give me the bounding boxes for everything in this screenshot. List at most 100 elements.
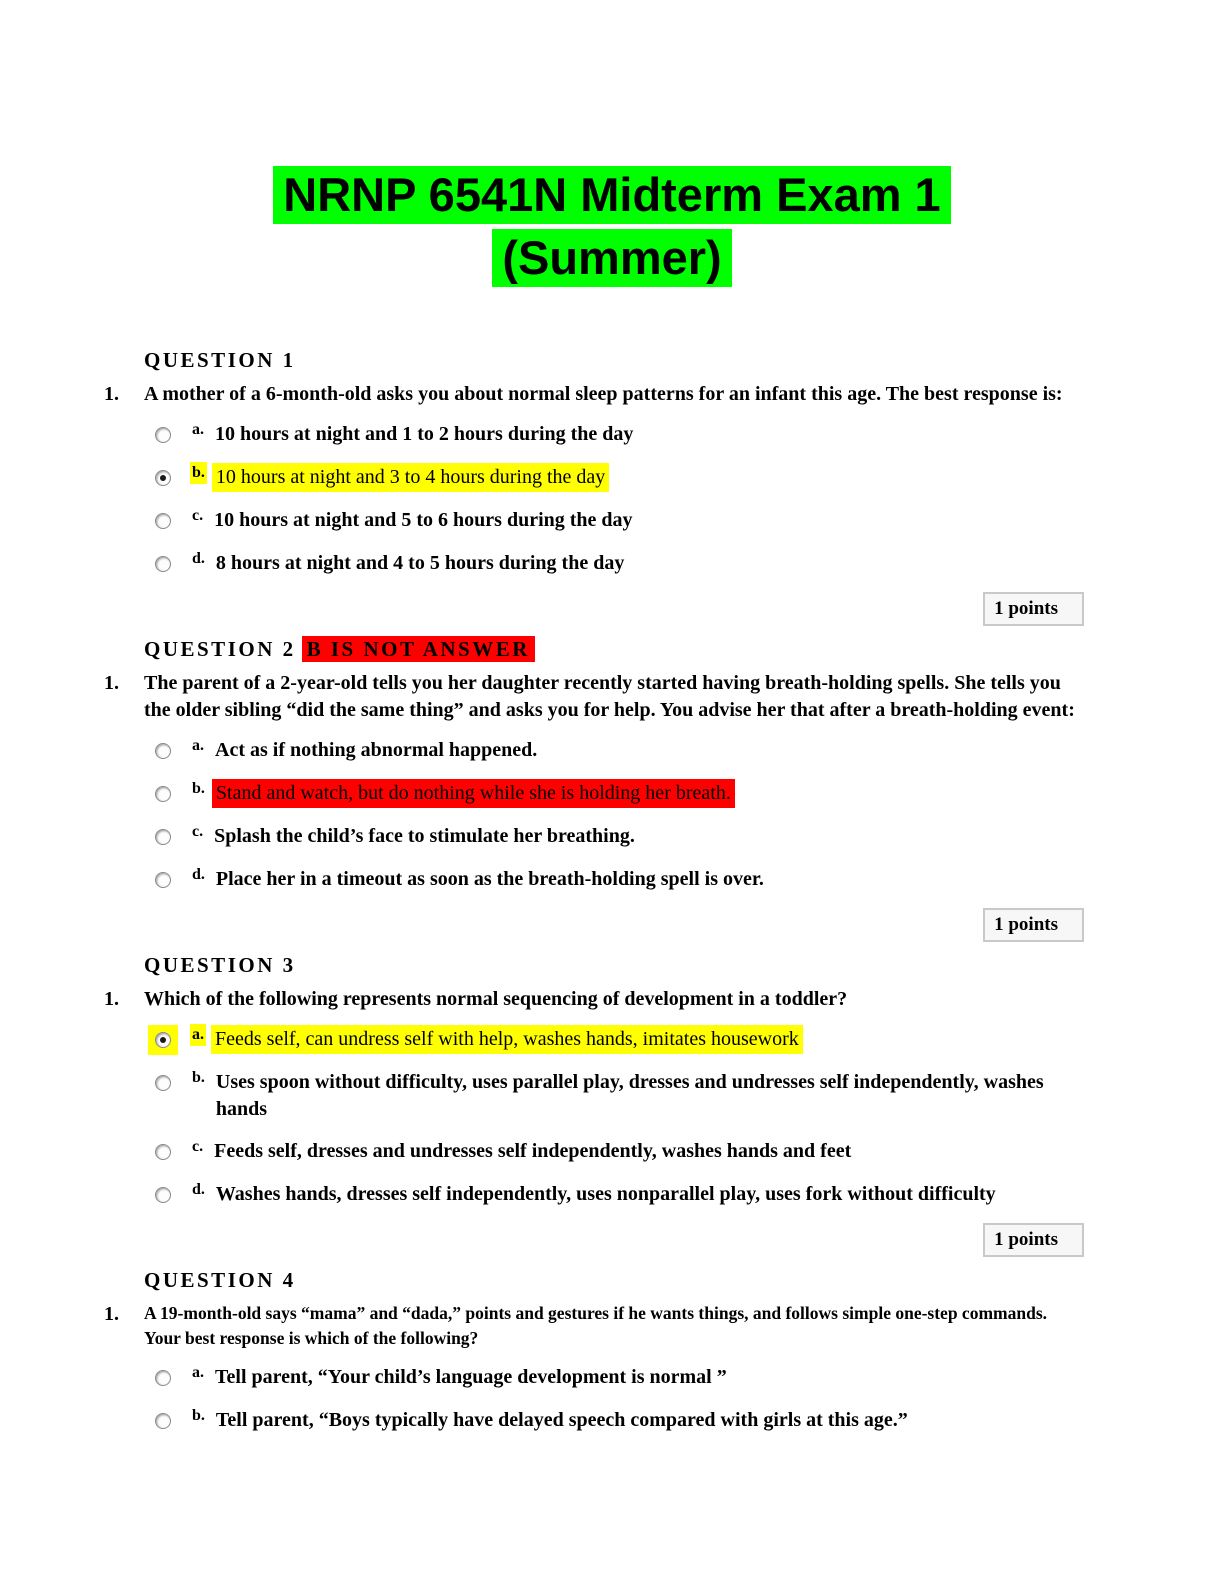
option-text: Feeds self, can undress self with help, … (211, 1025, 803, 1054)
question-text-row: 1.A mother of a 6-month-old asks you abo… (104, 381, 1084, 408)
option-text: 10 hours at night and 3 to 4 hours durin… (211, 463, 610, 492)
question-heading: QUESTION 1 (144, 347, 1084, 373)
radio-cell (148, 420, 178, 450)
options-list: a.Feeds self, can undress self with help… (148, 1024, 1084, 1210)
radio-button[interactable] (155, 556, 171, 572)
exam-title: NRNP 6541N Midterm Exam 1 (Summer) (0, 0, 1224, 287)
question-heading-label: QUESTION 4 (144, 1268, 296, 1292)
question-number: 1. (104, 672, 119, 694)
option-text: 10 hours at night and 1 to 2 hours durin… (215, 423, 634, 445)
radio-cell (148, 1025, 178, 1055)
exam-title-line2: (Summer) (492, 229, 732, 287)
answer-option-row: a.Act as if nothing abnormal happened. (148, 736, 1084, 766)
question-number: 1. (104, 988, 119, 1010)
radio-cell (148, 1137, 178, 1167)
answer-option-row: c. Feeds self, dresses and undresses self… (148, 1137, 1084, 1167)
radio-cell (148, 506, 178, 536)
radio-button[interactable] (155, 743, 171, 759)
points-row: 1 points (104, 592, 1084, 626)
radio-button[interactable] (155, 829, 171, 845)
option-text: 10 hours at night and 5 to 6 hours durin… (214, 509, 633, 531)
option-letter: c. (192, 823, 204, 840)
radio-button[interactable] (155, 1075, 171, 1091)
radio-button[interactable] (155, 1187, 171, 1203)
question-heading-label: QUESTION 2 (144, 637, 296, 661)
radio-button[interactable] (155, 872, 171, 888)
option-letter: d. (192, 1181, 205, 1198)
option-text: Act as if nothing abnormal happened. (215, 739, 538, 761)
option-text: Feeds self, dresses and undresses self i… (214, 1140, 852, 1162)
option-text: Stand and watch, but do nothing while sh… (211, 779, 735, 808)
answer-option-row: b.10 hours at night and 3 to 4 hours dur… (148, 462, 1084, 493)
option-letter: a. (190, 1024, 206, 1046)
question-block: QUESTION 1 1.A mother of a 6-month-old as… (104, 347, 1084, 626)
question-note: B IS NOT ANSWER (301, 636, 535, 662)
answer-option-row: d.Washes hands, dresses self independent… (148, 1180, 1084, 1210)
question-heading: QUESTION 3 (144, 952, 1084, 978)
radio-cell (148, 1180, 178, 1210)
question-heading: QUESTION 4 (144, 1267, 1084, 1293)
radio-cell (148, 1363, 178, 1393)
radio-cell (148, 736, 178, 766)
question-text-row: 1. The parent of a 2-year-old tells you h… (104, 670, 1084, 724)
options-list: a.Act as if nothing abnormal happened. b.… (148, 736, 1084, 895)
option-letter: b. (192, 1407, 205, 1424)
option-text: Splash the child’s face to stimulate her… (214, 825, 635, 847)
answer-option-row: b. Stand and watch, but do nothing while … (148, 779, 1084, 809)
options-list: a. Tell parent, “Your child’s language de… (148, 1363, 1084, 1436)
radio-cell (148, 1068, 178, 1098)
question-text-row: 1. A 19-month-old says “mama” and “dada,”… (104, 1301, 1084, 1351)
question-text: Which of the following represents normal… (144, 988, 848, 1010)
answer-option-row: d.8 hours at night and 4 to 5 hours duri… (148, 549, 1084, 579)
points-badge: 1 points (983, 592, 1084, 626)
option-letter: a. (192, 1364, 204, 1381)
answer-option-row: c. 10 hours at night and 5 to 6 hours dur… (148, 506, 1084, 536)
option-letter: b. (190, 462, 207, 484)
option-letter: b. (192, 1069, 205, 1086)
answer-option-row: a. Tell parent, “Your child’s language de… (148, 1363, 1084, 1393)
option-text: Tell parent, “Boys typically have delaye… (215, 1409, 908, 1431)
option-letter: c. (192, 507, 204, 524)
option-text: Tell parent, “Your child’s language deve… (215, 1366, 727, 1388)
radio-button[interactable] (155, 786, 171, 802)
radio-button[interactable] (155, 1144, 171, 1160)
option-letter: b. (192, 780, 205, 797)
points-badge: 1 points (983, 908, 1084, 942)
exam-title-line1: NRNP 6541N Midterm Exam 1 (273, 166, 951, 224)
question-heading-label: QUESTION 3 (144, 953, 296, 977)
option-text: Place her in a timeout as soon as the br… (215, 868, 764, 890)
option-letter: c. (192, 1138, 204, 1155)
answer-option-row: b. Tell parent, “Boys typically have dela… (148, 1406, 1084, 1436)
question-text: The parent of a 2-year-old tells you her… (144, 672, 1075, 721)
question-number: 1. (104, 383, 119, 405)
points-badge: 1 points (983, 1223, 1084, 1257)
radio-cell (148, 1406, 178, 1436)
question-text-row: 1. Which of the following represents norm… (104, 986, 1084, 1013)
radio-button[interactable] (155, 1032, 171, 1048)
radio-button[interactable] (155, 1413, 171, 1429)
question-heading-label: QUESTION 1 (144, 348, 296, 372)
radio-cell (148, 779, 178, 809)
radio-button[interactable] (155, 1370, 171, 1386)
option-text: 8 hours at night and 4 to 5 hours during… (215, 552, 625, 574)
option-letter: a. (192, 421, 204, 438)
radio-cell (148, 865, 178, 895)
radio-button[interactable] (155, 470, 171, 486)
answer-option-row: b. Uses spoon without difficulty, uses pa… (148, 1068, 1084, 1124)
question-text: A 19-month-old says “mama” and “dada,” p… (144, 1303, 1048, 1348)
question-number: 1. (104, 1303, 119, 1325)
radio-button[interactable] (155, 427, 171, 443)
radio-cell (148, 549, 178, 579)
answer-option-row: a.Feeds self, can undress self with help… (148, 1024, 1084, 1055)
radio-button[interactable] (155, 513, 171, 529)
points-row: 1 points (104, 908, 1084, 942)
questions-container: QUESTION 1 1.A mother of a 6-month-old as… (104, 347, 1084, 1436)
option-text: Uses spoon without difficulty, uses para… (215, 1071, 1044, 1120)
answer-option-row: c. Splash the child’s face to stimulate h… (148, 822, 1084, 852)
radio-cell (148, 822, 178, 852)
answer-option-row: d.Place her in a timeout as soon as the … (148, 865, 1084, 895)
options-list: a. 10 hours at night and 1 to 2 hours dur… (148, 420, 1084, 579)
